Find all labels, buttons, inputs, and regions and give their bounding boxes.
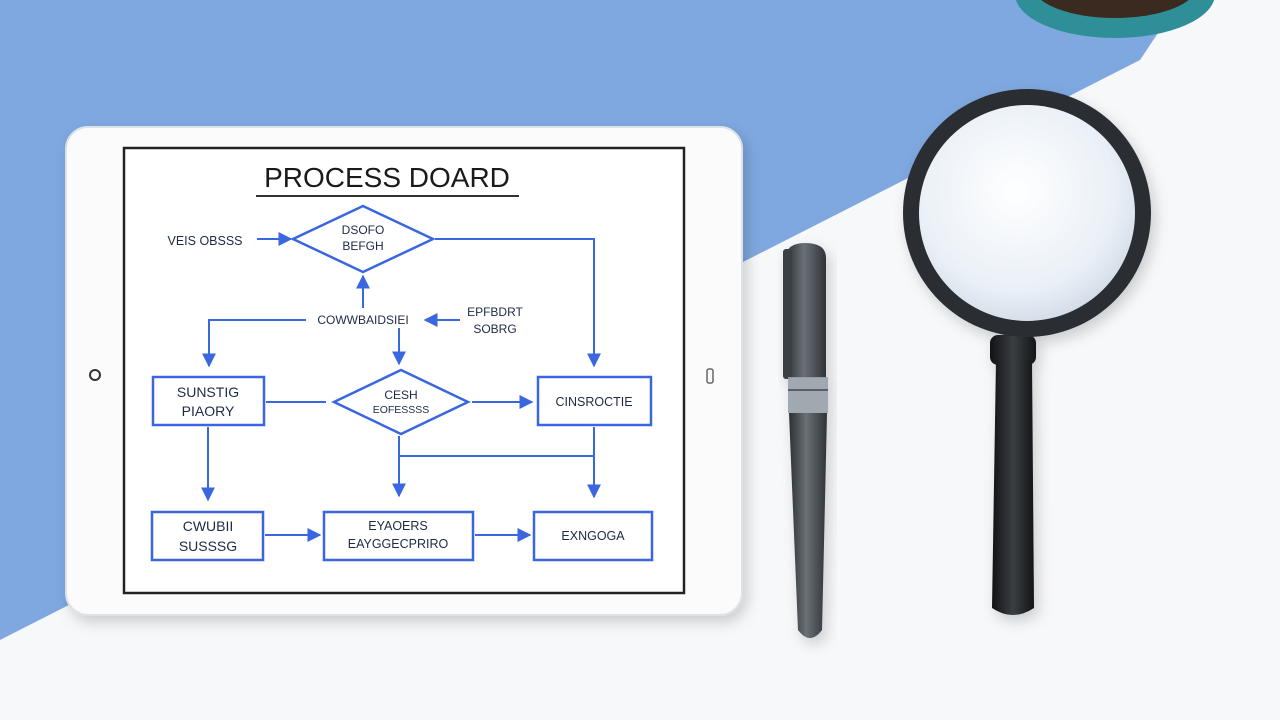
box-right-label: CINSROCTIE [555, 395, 632, 409]
decision-top-shape [290, 204, 436, 274]
process-diagram [150, 204, 654, 562]
box-left-line2: PIAORY [182, 403, 235, 419]
box-bottom-right-shape [532, 510, 654, 562]
box-bottom-right-label: EXNGOGA [561, 529, 625, 543]
decision-mid-shape [331, 368, 471, 436]
start-label: VEIS OBSSS [167, 234, 242, 248]
arrow-mid-label-to-left [202, 319, 306, 368]
diagram-labels: VEIS OBSSS DSOFO BEFGH COWWBAIDSIEI EPFB… [167, 223, 632, 554]
decision-mid-line1: CESH [384, 388, 417, 402]
side-note-line1: EPFBDRT [467, 305, 523, 319]
decision-top-line1: DSOFO [342, 223, 385, 237]
box-bottom-mid-line1: EYAOERS [368, 519, 428, 533]
camera-dot-icon [89, 369, 101, 381]
box-right-shape [536, 375, 653, 427]
box-bottom-left-line2: SUSSSG [179, 538, 237, 554]
box-bottom-left-shape [150, 510, 265, 562]
box-left-shape [151, 375, 266, 427]
box-bottom-mid-line2: EAYGGECPRIRO [348, 537, 449, 551]
pen [783, 243, 828, 638]
mid-label: COWWBAIDSIEI [317, 313, 408, 327]
coffee-mug [1015, 0, 1215, 38]
magnifying-glass [903, 89, 1151, 615]
box-bottom-mid-shape [322, 510, 475, 562]
box-bottom-left-line1: CWUBII [183, 518, 234, 534]
board-title: PROCESS DOARD [264, 162, 510, 193]
decision-mid-line2: EOFESSSS [373, 404, 430, 416]
connectors [201, 232, 601, 542]
home-button-icon [706, 368, 714, 384]
decision-top-line2: BEFGH [342, 239, 383, 253]
arrow-top-to-right [435, 238, 601, 368]
box-left-line1: SUNSTIG [177, 384, 239, 400]
side-note-line2: SOBRG [473, 322, 516, 336]
